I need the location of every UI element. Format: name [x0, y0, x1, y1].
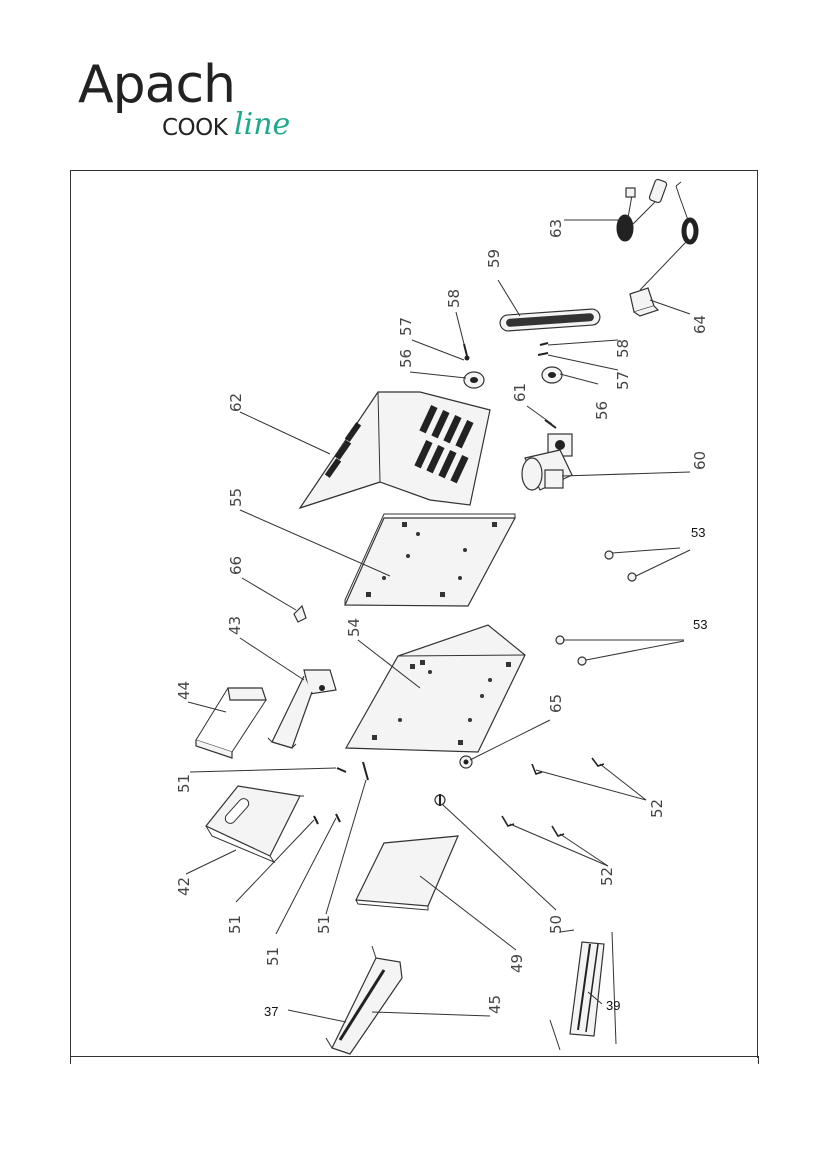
label-43: 43: [226, 616, 244, 635]
frame-bottom-rule: [70, 1056, 759, 1057]
label-59: 59: [485, 249, 503, 268]
part-63-cable-coil: [616, 178, 699, 245]
label-58a: 58: [445, 289, 463, 308]
label-37: 37: [264, 1004, 278, 1019]
label-52a: 52: [648, 799, 666, 818]
part-52-pins: [501, 757, 605, 837]
label-51b: 51: [226, 915, 244, 934]
label-51c: 51: [264, 947, 282, 966]
label-42: 42: [175, 877, 193, 896]
part-54-side-panel: [344, 624, 526, 753]
label-51d: 51: [315, 915, 333, 934]
label-66: 66: [227, 556, 245, 575]
part-labels: 63 59 58 57 56 64 58 57 56 61 62 60 55 5…: [175, 219, 709, 1019]
label-58b: 58: [614, 339, 632, 358]
label-61: 61: [511, 383, 529, 402]
label-39: 39: [606, 998, 620, 1013]
label-53a: 53: [691, 525, 705, 540]
part-45-front-rail: [325, 945, 403, 1055]
part-62-top-cover: [298, 391, 491, 510]
part-66-clip: [293, 604, 307, 623]
part-39-rail: [549, 929, 617, 1051]
part-44-frame-bracket: [195, 687, 267, 759]
label-44: 44: [175, 681, 193, 700]
label-62: 62: [227, 393, 245, 412]
label-60: 60: [691, 451, 709, 470]
label-54: 54: [345, 618, 363, 637]
label-51a: 51: [175, 774, 193, 793]
label-45: 45: [486, 995, 504, 1014]
label-49: 49: [508, 954, 526, 973]
logo-script: line: [234, 107, 291, 142]
leader-lines: [185, 219, 691, 1023]
label-63: 63: [547, 219, 565, 238]
label-53b: 53: [693, 617, 707, 632]
label-50: 50: [547, 915, 565, 934]
label-55: 55: [227, 488, 245, 507]
part-49-plate: [355, 835, 459, 911]
label-52b: 52: [598, 867, 616, 886]
label-56b: 56: [593, 401, 611, 420]
label-57b: 57: [614, 371, 632, 390]
part-55-base-plate: [344, 513, 517, 607]
part-64-switch-box: [629, 241, 687, 317]
part-61-screw: [544, 419, 557, 429]
frame-tick-right: [758, 1056, 759, 1064]
drawing-frame: [70, 170, 758, 1058]
label-56a: 56: [397, 349, 415, 368]
apach-cook-line-logo: Apach COOK line: [78, 55, 308, 150]
part-56-pulley-left: [463, 371, 485, 389]
part-42-tray: [205, 785, 304, 864]
label-64: 64: [691, 315, 709, 334]
part-65-connector: [459, 755, 473, 769]
part-59-belt: [499, 308, 601, 332]
logo-sub: COOK: [162, 115, 228, 141]
part-58-57-screws-upper: [463, 342, 549, 361]
part-56-pulley-right: [541, 366, 563, 384]
part-53-knobs-upper: [604, 550, 637, 582]
label-65: 65: [547, 694, 565, 713]
part-50-screw-assembly: [434, 794, 446, 806]
frame-tick-left: [70, 1056, 71, 1064]
part-60-motor: [521, 433, 573, 491]
label-57a: 57: [397, 317, 415, 336]
part-43-bracket: [267, 669, 337, 749]
logo-brand: Apach: [78, 55, 236, 115]
part-51-screws: [313, 761, 369, 825]
